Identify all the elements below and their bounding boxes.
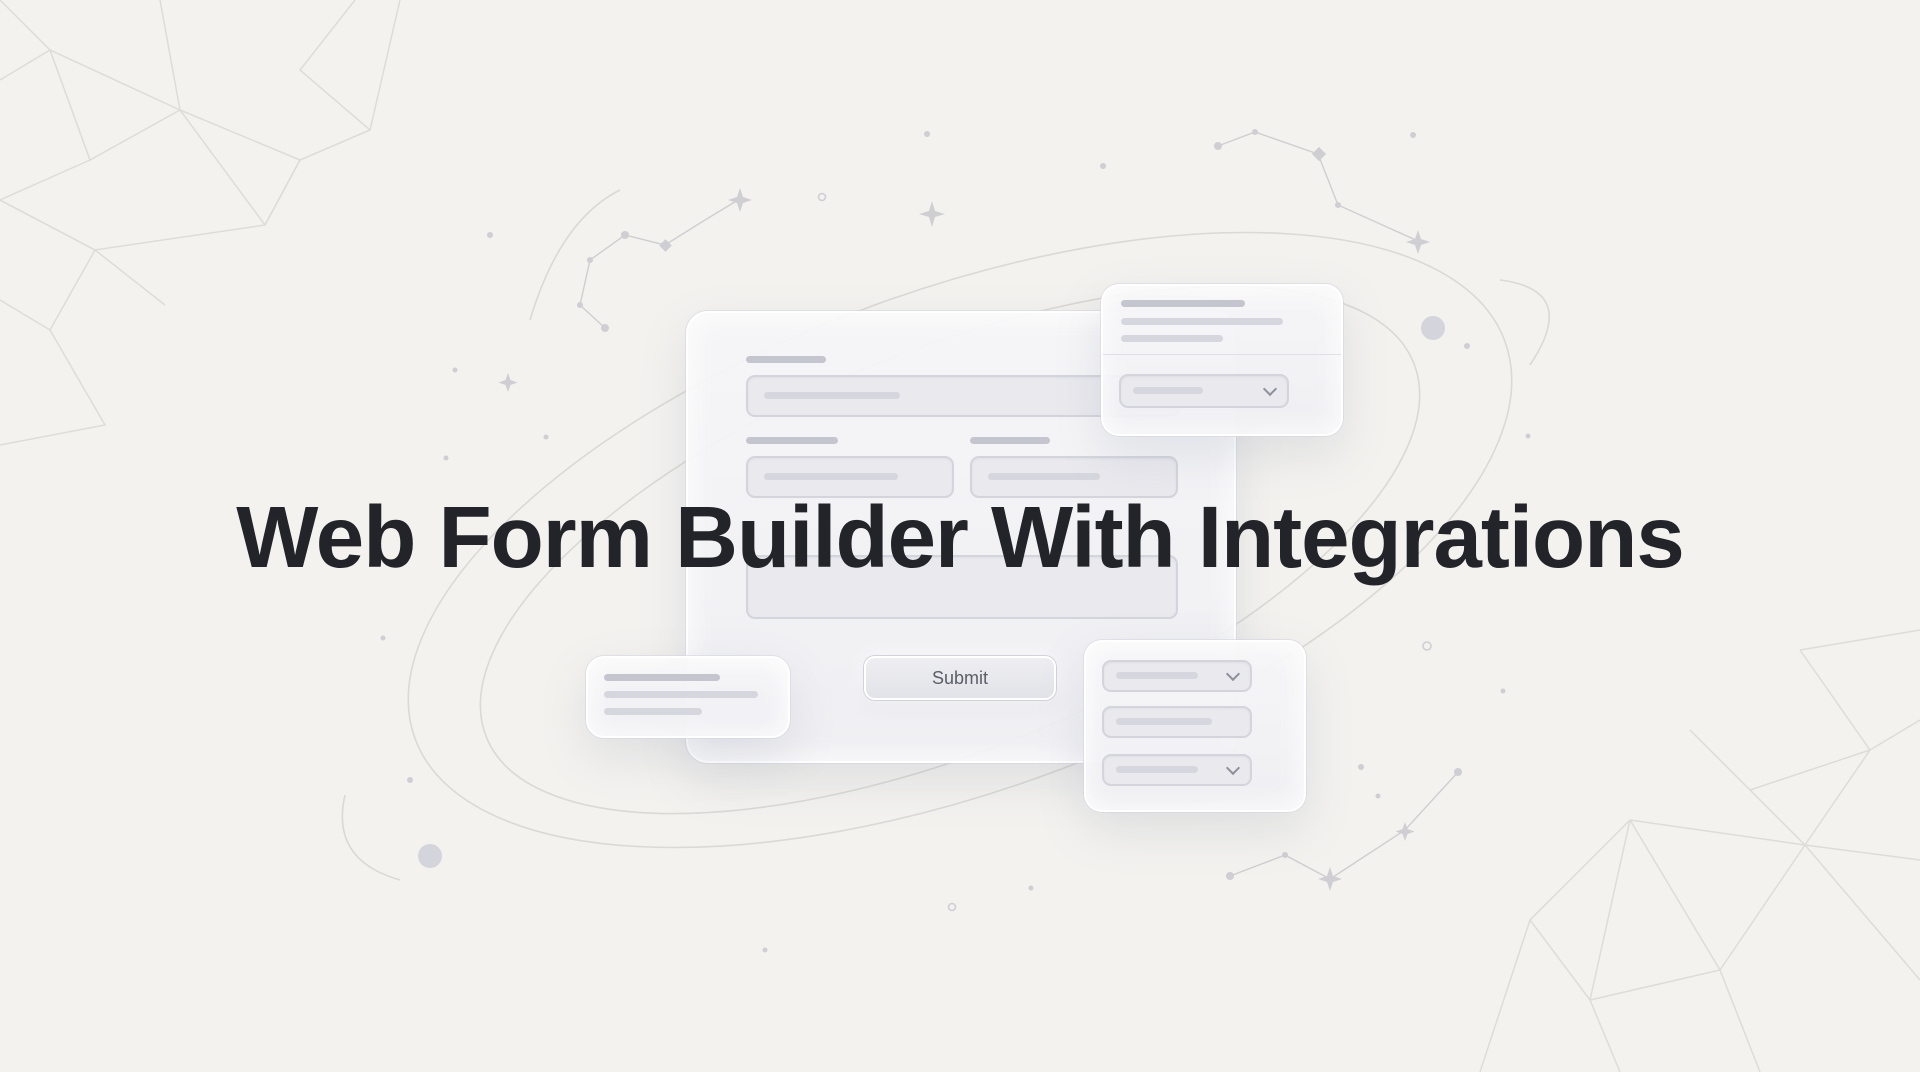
chevron-down-icon bbox=[1225, 760, 1241, 776]
star-dots bbox=[380, 129, 1531, 953]
chevron-down-icon bbox=[1262, 381, 1278, 397]
diamond-markers bbox=[659, 146, 1327, 252]
text-placeholder bbox=[1121, 318, 1283, 325]
star-rings bbox=[817, 192, 1432, 912]
field-value-placeholder bbox=[1133, 387, 1203, 394]
dropdown-card bbox=[1101, 284, 1343, 436]
text-field-placeholder[interactable] bbox=[970, 456, 1178, 498]
text-field-placeholder[interactable] bbox=[746, 456, 954, 498]
text-placeholder bbox=[1121, 335, 1223, 342]
label-placeholder bbox=[746, 356, 826, 363]
field-value-placeholder bbox=[764, 392, 900, 399]
select-field-placeholder[interactable] bbox=[1102, 660, 1252, 692]
field-value-placeholder bbox=[1116, 718, 1212, 725]
select-fields-card bbox=[1084, 640, 1306, 812]
text-card bbox=[586, 656, 790, 738]
field-value-placeholder bbox=[764, 473, 898, 480]
sparkle-stars bbox=[498, 188, 1430, 891]
text-placeholder bbox=[1121, 300, 1245, 307]
field-value-placeholder bbox=[1116, 672, 1198, 679]
label-placeholder bbox=[970, 437, 1050, 444]
chevron-down-icon bbox=[1225, 666, 1241, 682]
submit-button[interactable]: Submit bbox=[864, 656, 1056, 700]
field-value-placeholder bbox=[988, 473, 1100, 480]
field-value-placeholder bbox=[1116, 766, 1198, 773]
select-field-placeholder[interactable] bbox=[1102, 754, 1252, 786]
polygon-mesh-bottom-right bbox=[1479, 629, 1920, 1072]
planet-dots bbox=[418, 316, 1445, 868]
text-placeholder bbox=[604, 708, 702, 715]
polygon-mesh-top-left bbox=[0, 0, 401, 446]
label-placeholder bbox=[746, 437, 838, 444]
text-placeholder bbox=[604, 674, 720, 681]
text-field-placeholder[interactable] bbox=[1102, 706, 1252, 738]
select-field-placeholder[interactable] bbox=[1119, 374, 1289, 408]
card-divider bbox=[1103, 354, 1341, 355]
text-placeholder bbox=[604, 691, 758, 698]
textarea-placeholder[interactable] bbox=[746, 555, 1178, 619]
page-title: Web Form Builder With Integrations bbox=[236, 489, 1684, 586]
